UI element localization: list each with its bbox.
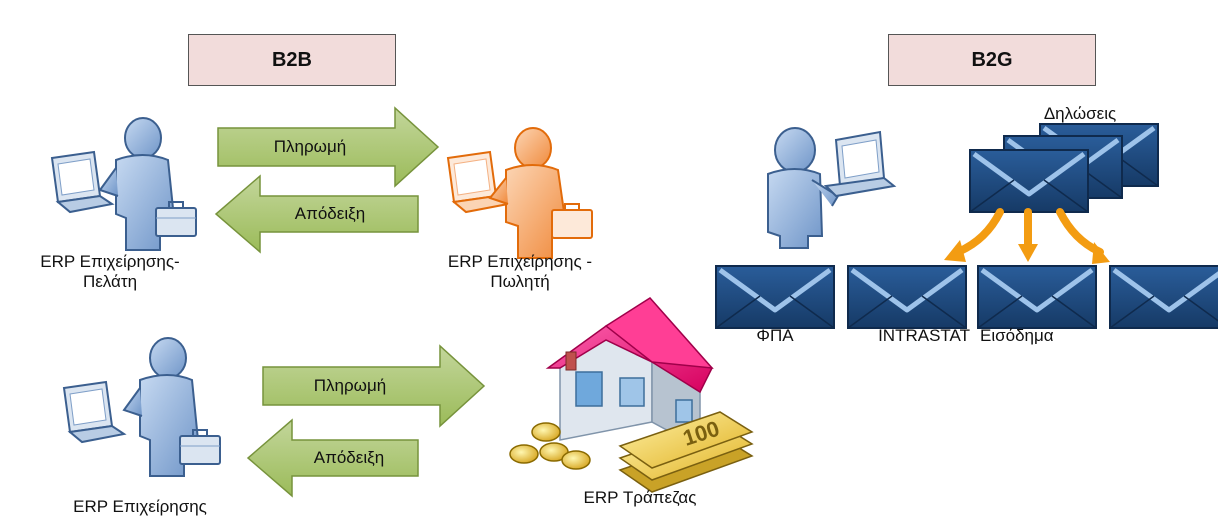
payment-arrow-bottom — [262, 344, 486, 428]
receipt-label-bottom: Απόδειξη — [313, 448, 385, 467]
envelope-vat-icon — [716, 266, 834, 328]
receipt-arrow-top — [214, 174, 419, 254]
declarations-envelopes-icon — [970, 124, 1158, 212]
citizen-person-icon — [767, 127, 897, 249]
business-erp-label: ERP Επιχείρησης — [73, 497, 207, 516]
seller-erp-label: ERP Επιχείρησης - Πωλητή — [447, 252, 593, 291]
business-person-icon — [63, 337, 221, 477]
target-income-label: Εισόδημα — [980, 326, 1054, 345]
payment-label-top: Πληρωμή — [273, 137, 347, 156]
money-bill-icon: 100 — [618, 411, 754, 493]
b2b-header: B2B — [188, 34, 396, 86]
receipt-arrow-bottom — [246, 418, 419, 498]
coins-icon — [509, 422, 591, 470]
receipt-label-top: Απόδειξη — [294, 204, 366, 223]
b2g-header: B2G — [888, 34, 1096, 86]
envelope-income-icon — [978, 266, 1096, 328]
client-person-icon — [51, 117, 197, 251]
payment-label-bottom: Πληρωμή — [313, 376, 387, 395]
payment-arrow-top — [217, 106, 440, 188]
seller-person-icon — [446, 127, 593, 259]
bank-erp-label: ERP Τράπεζας — [583, 488, 697, 507]
target-vat-label: ΦΠΑ — [756, 326, 794, 345]
client-erp-label: ERP Επιχείρησης- Πελάτη — [40, 252, 180, 291]
envelope-intrastat-icon — [848, 266, 966, 328]
envelope-extra-icon — [1110, 266, 1218, 328]
declarations-label: Δηλώσεις — [1043, 104, 1117, 123]
target-intrastat-label: INTRASTAT — [878, 326, 970, 345]
bank-house-icon — [545, 297, 714, 450]
